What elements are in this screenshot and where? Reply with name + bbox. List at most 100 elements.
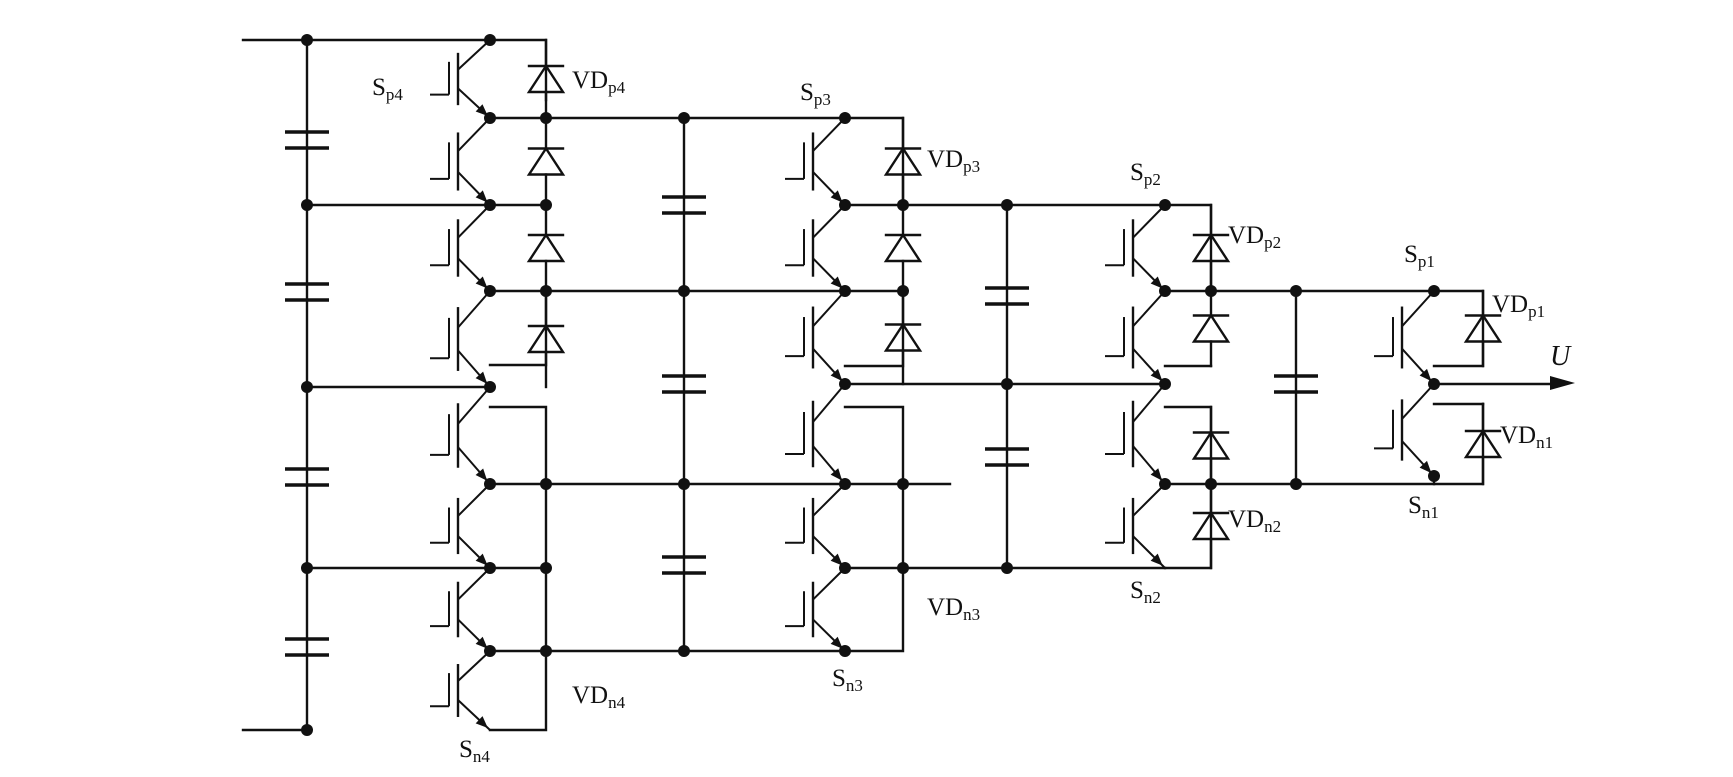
junction-dot	[897, 285, 909, 297]
igbt-icon	[785, 290, 846, 385]
junction-dot	[540, 285, 552, 297]
diode-icon	[1463, 289, 1503, 368]
igbt-icon	[430, 39, 491, 119]
junction-dot	[839, 645, 851, 657]
diode-icon	[526, 203, 566, 293]
wire	[843, 289, 905, 368]
label-vdn1: VDn1	[1500, 422, 1553, 452]
diode-icon	[883, 203, 923, 293]
label-sn2: Sn2	[1130, 577, 1161, 607]
wire	[1163, 405, 1213, 570]
junction-dot	[1001, 199, 1013, 211]
igbt-icon	[1105, 383, 1166, 485]
junction-dot	[678, 112, 690, 124]
junction-dot	[839, 112, 851, 124]
junction-dot	[301, 199, 313, 211]
igbt-icon	[1374, 290, 1435, 385]
wires	[241, 38, 1557, 732]
junction-dot	[301, 724, 313, 736]
label-sp4: Sp4	[372, 74, 403, 104]
junction-dot	[484, 381, 496, 393]
igbt-icon	[430, 204, 491, 292]
junction-dot	[484, 34, 496, 46]
junction-dot	[301, 34, 313, 46]
label-sp3: Sp3	[800, 79, 831, 109]
junction-dot	[1159, 285, 1171, 297]
junction-dot	[839, 285, 851, 297]
junction-dot	[839, 562, 851, 574]
junction-dot	[897, 478, 909, 490]
igbt-icon	[785, 117, 846, 206]
diode-icon	[1463, 402, 1503, 486]
igbt-icon	[1374, 383, 1435, 477]
junction-dot	[1290, 285, 1302, 297]
junction-dot	[897, 199, 909, 211]
igbt-icon	[785, 204, 846, 292]
igbt-icon	[430, 650, 491, 731]
label-vdp2: VDp2	[1228, 222, 1281, 252]
junction-dot	[897, 562, 909, 574]
igbt-icon	[430, 117, 491, 206]
junction-dot	[1290, 478, 1302, 490]
junction-dot	[839, 478, 851, 490]
label-sn4: Sn4	[459, 736, 490, 766]
junction-dot	[484, 112, 496, 124]
junction-dot	[484, 645, 496, 657]
junction-dot	[484, 199, 496, 211]
igbt-icon	[785, 383, 846, 485]
wire	[843, 405, 905, 653]
wire	[488, 289, 548, 367]
junction-dot	[839, 378, 851, 390]
junction-dot	[301, 381, 313, 393]
junction-dot	[1159, 378, 1171, 390]
junction-dot	[1205, 285, 1217, 297]
label-sn3: Sn3	[832, 665, 863, 695]
junction-dot	[540, 645, 552, 657]
junction-dot	[1428, 470, 1440, 482]
junction-dot	[1159, 478, 1171, 490]
label-vdp4: VDp4	[572, 67, 626, 97]
label-vdn2: VDn2	[1228, 506, 1281, 536]
igbt-switches	[430, 39, 1435, 731]
junction-dot	[1001, 378, 1013, 390]
junction-dots	[301, 34, 1440, 736]
igbt-icon	[430, 567, 491, 652]
capacitors	[285, 130, 1318, 657]
igbt-icon	[785, 483, 846, 569]
igbt-icon	[430, 483, 491, 569]
label-output-u: U	[1550, 341, 1572, 372]
junction-dot	[484, 285, 496, 297]
igbt-icon	[430, 386, 491, 485]
igbt-icon	[785, 567, 846, 652]
diode-icon	[1191, 289, 1231, 368]
igbt-icon	[1105, 204, 1166, 292]
diodes	[526, 38, 1503, 570]
junction-dot	[678, 645, 690, 657]
igbt-icon	[1105, 483, 1166, 569]
label-vdn3: VDn3	[927, 594, 980, 624]
junction-dot	[540, 112, 552, 124]
junction-dot	[1428, 285, 1440, 297]
junction-dot	[540, 478, 552, 490]
junction-dot	[678, 478, 690, 490]
junction-dot	[678, 285, 690, 297]
junction-dot	[301, 562, 313, 574]
junction-dot	[1159, 199, 1171, 211]
junction-dot	[484, 478, 496, 490]
label-sn1: Sn1	[1408, 492, 1439, 522]
label-vdp3: VDp3	[927, 146, 980, 176]
label-vdp1: VDp1	[1492, 291, 1545, 321]
igbt-icon	[430, 290, 491, 388]
output-arrow-icon	[1550, 376, 1575, 390]
wire	[1432, 289, 1485, 368]
label-vdn4: VDn4	[572, 682, 626, 712]
junction-dot	[540, 199, 552, 211]
label-sp1: Sp1	[1404, 241, 1435, 271]
junction-dot	[1001, 562, 1013, 574]
junction-dot	[839, 199, 851, 211]
dc-bus-top	[241, 38, 548, 102]
junction-dot	[484, 562, 496, 574]
junction-dot	[1205, 478, 1217, 490]
label-sp2: Sp2	[1130, 159, 1161, 189]
